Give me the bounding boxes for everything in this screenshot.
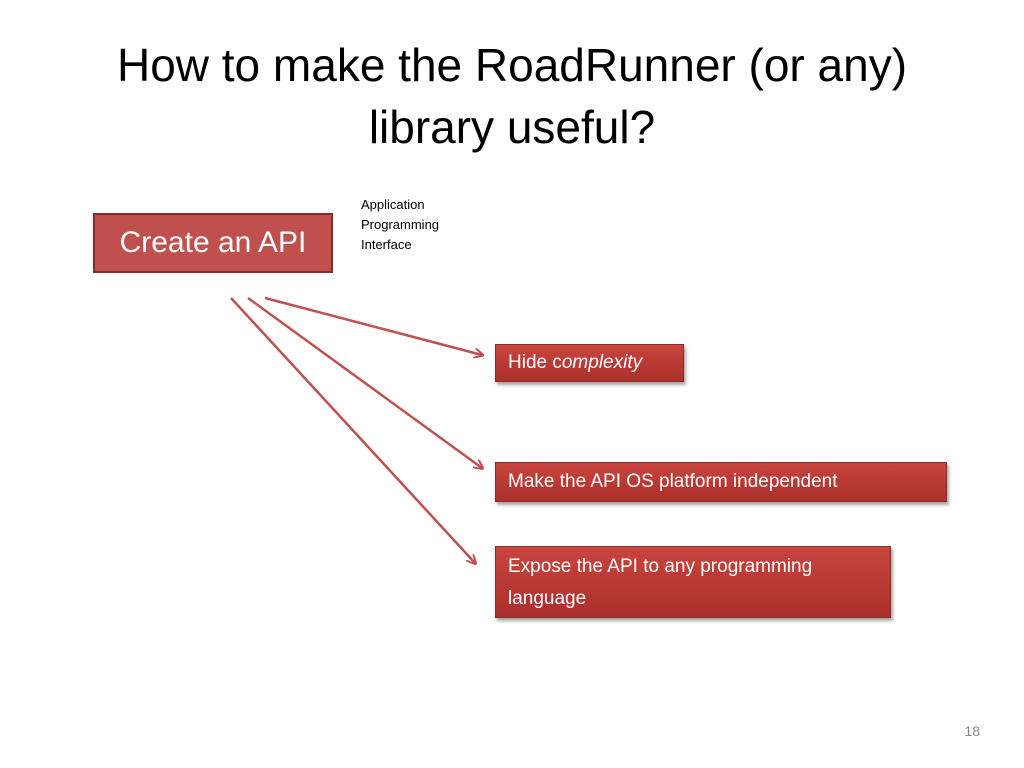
slide-title: How to make the RoadRunner (or any) libr… — [40, 34, 984, 158]
title-line-2: library useful? — [368, 101, 656, 153]
arrow-to-any-language — [230, 297, 475, 563]
note-line-2: Programming — [361, 217, 440, 232]
page-number: 18 — [964, 723, 980, 739]
api-definition-note: Application Programming Interface — [361, 195, 439, 255]
any-language-box: Expose the API to any programming langua… — [495, 546, 891, 618]
hide-complexity-box: Hide complexity — [495, 344, 684, 382]
note-line-3: Interface — [361, 237, 412, 252]
title-line-1: How to make the RoadRunner (or any) — [116, 39, 908, 91]
any-language-line-1: Expose the API to any programming — [508, 556, 813, 577]
arrow-to-platform-independent — [247, 296, 482, 468]
create-api-box: Create an API — [93, 213, 333, 273]
note-line-1: Application — [361, 197, 425, 212]
platform-independent-box: Make the API OS platform independent — [495, 462, 947, 502]
hide-complexity-text: Hide c — [508, 352, 562, 373]
any-language-line-2: language — [508, 588, 587, 609]
arrow-to-hide-complexity — [264, 296, 482, 355]
hide-complexity-italic-text: omplexity — [561, 352, 643, 373]
